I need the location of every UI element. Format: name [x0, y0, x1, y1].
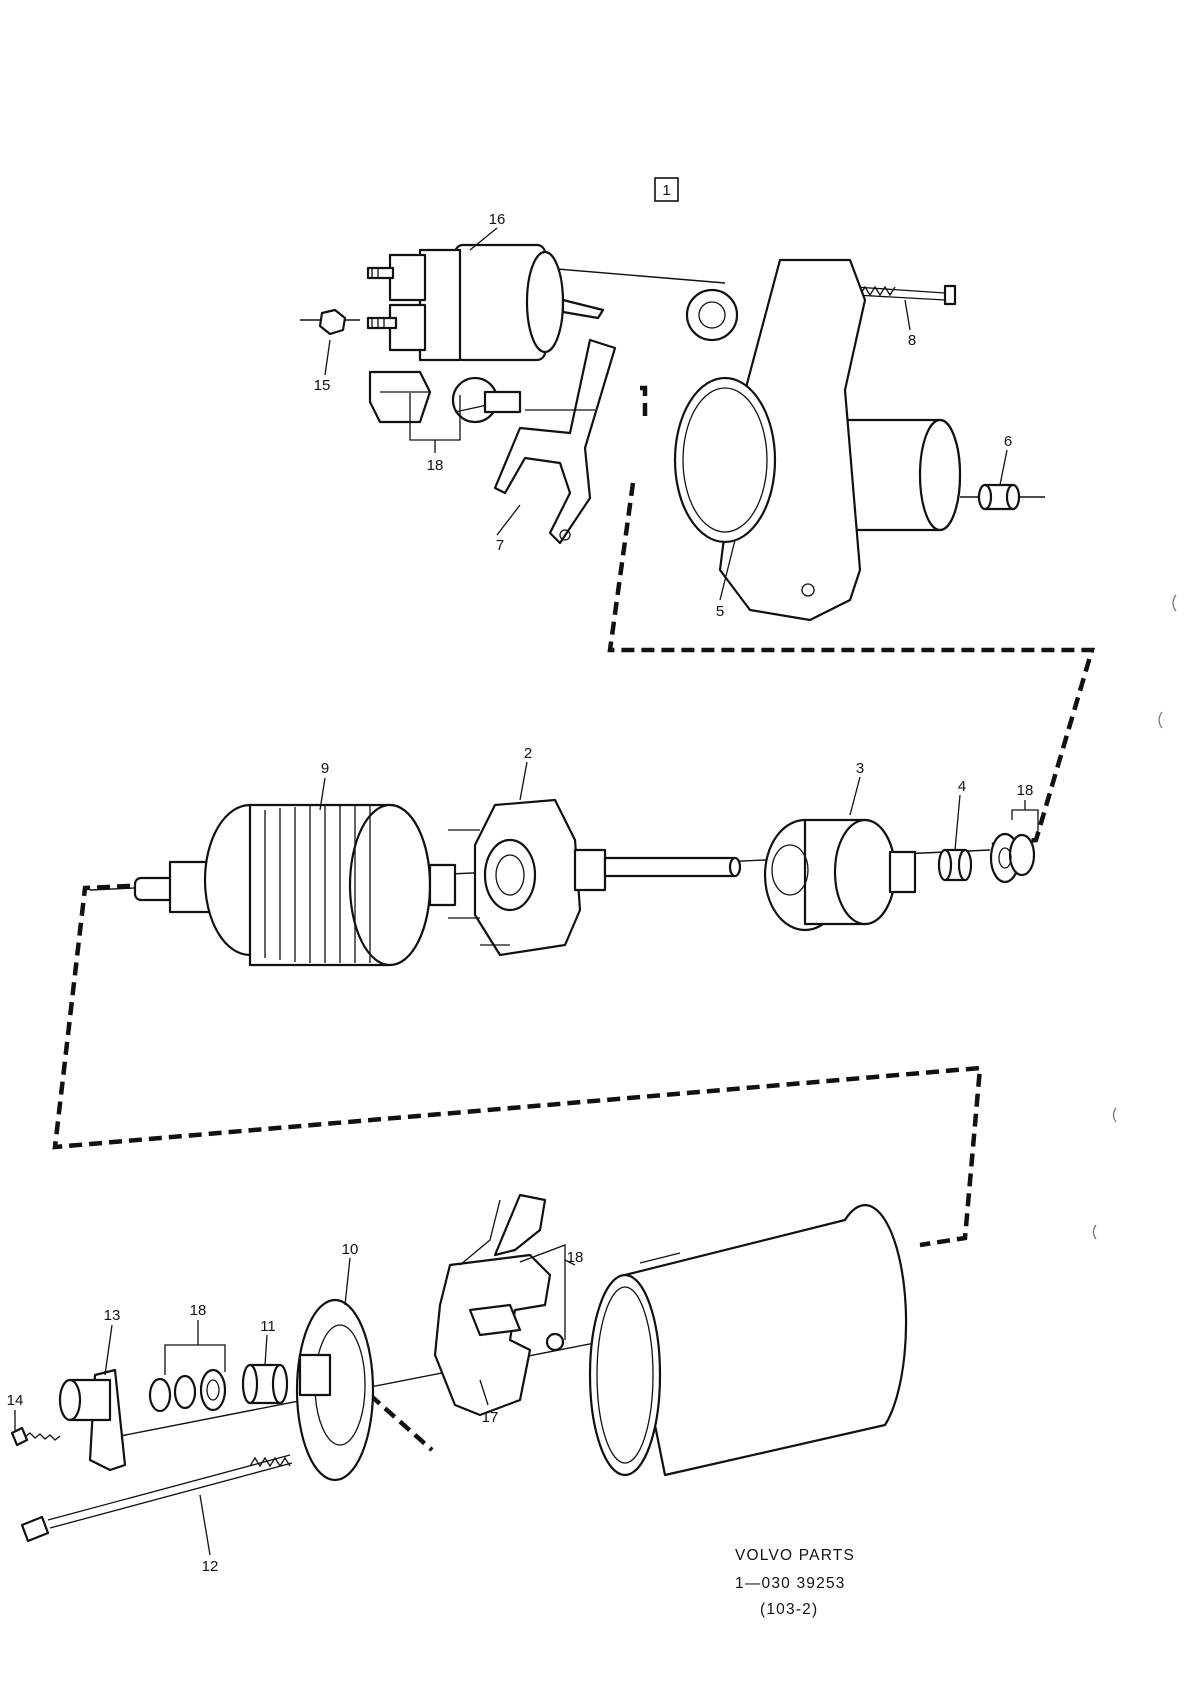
stator-yoke-icon	[588, 1204, 908, 1477]
callout-11: 11	[260, 1318, 276, 1335]
callout-3: 3	[856, 760, 864, 777]
end-cap-icon	[58, 1368, 127, 1472]
leader-lines	[14, 227, 1039, 1556]
callout-5: 5	[716, 603, 724, 620]
callout-4: 4	[958, 778, 966, 795]
washer-stack-icon	[148, 1368, 227, 1413]
screw-icon	[10, 1426, 61, 1447]
pinion-drive-icon	[763, 818, 917, 932]
plunger-parts-icon	[368, 370, 522, 424]
callout-8: 8	[908, 332, 916, 349]
figure-number-box: 1	[654, 177, 679, 202]
drive-end-housing-icon	[673, 258, 962, 622]
callout-14: 14	[7, 1392, 24, 1409]
through-bolt-icon	[20, 1454, 293, 1543]
callout-2: 2	[524, 745, 532, 762]
callout-numbers: 16 15 18 7 8 6 5 9 2 3 4 18 10 13 18 11 …	[7, 211, 1034, 1575]
stop-ring-icon	[989, 832, 1036, 884]
caption-line-2: 1—030 39253	[735, 1575, 846, 1592]
bushing-icon	[960, 483, 1045, 511]
parts-caption: VOLVO PARTS 1—030 39253 (103-2)	[735, 1547, 855, 1618]
end-bushing-icon	[241, 1363, 289, 1405]
callout-6: 6	[1004, 433, 1012, 450]
callout-18-pinion: 18	[1017, 782, 1034, 799]
nut-icon	[318, 308, 347, 336]
callout-12: 12	[202, 1558, 219, 1575]
fork-lever-icon	[493, 338, 617, 545]
callout-7: 7	[496, 537, 504, 554]
caption-line-1: VOLVO PARTS	[735, 1547, 855, 1564]
armature-icon	[133, 803, 457, 967]
caption-line-3: (103-2)	[760, 1601, 818, 1618]
solenoid-icon	[300, 243, 726, 362]
sleeve-icon	[937, 848, 973, 882]
brush-holder-icon	[433, 1193, 565, 1417]
end-shield-icon	[295, 1298, 375, 1482]
bearing-plate-icon	[448, 798, 742, 957]
scan-marks	[1092, 594, 1177, 1240]
bolt-icon	[854, 284, 957, 306]
callout-16: 16	[489, 211, 506, 228]
callout-10: 10	[342, 1241, 359, 1258]
callout-9: 9	[321, 760, 329, 777]
callout-17: 17	[482, 1409, 499, 1426]
callout-15: 15	[314, 377, 331, 394]
callout-13: 13	[104, 1307, 121, 1324]
callout-18-solenoid: 18	[427, 457, 444, 474]
callout-18-washers: 18	[190, 1302, 207, 1319]
callout-18-brush: 18	[567, 1249, 584, 1266]
figure-number: 1	[662, 182, 670, 199]
